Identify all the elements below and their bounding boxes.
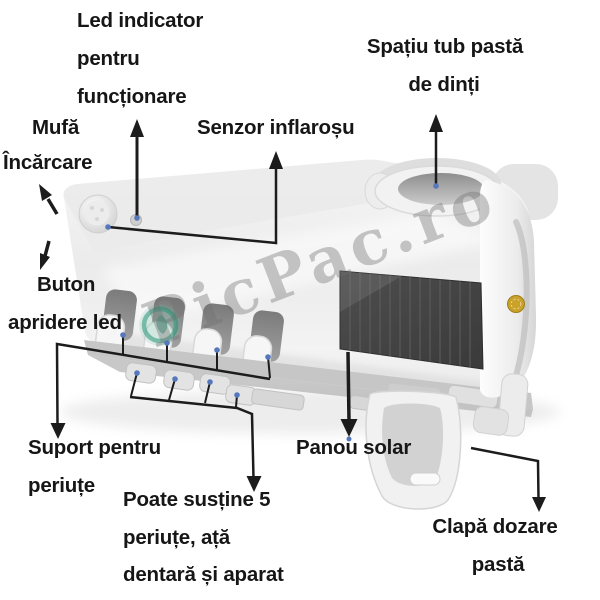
lower-hook bbox=[125, 362, 157, 384]
arrow-mufa-incarcare bbox=[39, 184, 59, 215]
label-mufa-line1: Mufă bbox=[32, 116, 80, 139]
label-clapa-line2: pastă bbox=[471, 553, 525, 576]
arrow-spatiu-tub bbox=[429, 114, 443, 186]
lower-hooks bbox=[125, 362, 499, 414]
label-suport-line2: periuțe bbox=[28, 474, 95, 497]
arrow-led-indicator bbox=[130, 119, 144, 218]
arrow-suport-periute bbox=[50, 335, 271, 439]
lever-slot bbox=[409, 472, 441, 486]
label-spatiu-tub-line1: Spațiu tub pastă bbox=[366, 35, 524, 58]
rail-tab bbox=[251, 388, 305, 411]
arrow-clapa-dozare bbox=[470, 446, 546, 512]
label-suport-line1: Suport pentru bbox=[28, 436, 161, 459]
label-poate-line1: Poate susține 5 bbox=[123, 488, 271, 511]
lower-hook bbox=[163, 369, 195, 391]
label-led-indicator-line1: Led indicator bbox=[77, 9, 204, 32]
infrared-sensor-dome bbox=[78, 194, 118, 234]
gold-badge bbox=[507, 295, 525, 313]
label-senzor: Senzor inflaroșu bbox=[197, 116, 355, 139]
label-spatiu-tub-line2: de dinți bbox=[408, 73, 480, 96]
label-led-indicator-line3: funcționare bbox=[77, 85, 187, 108]
side-bracket bbox=[472, 373, 529, 437]
arrow-buton-led bbox=[40, 240, 51, 270]
label-mufa-line2: Încărcare bbox=[3, 151, 93, 174]
arrow-poate-sustine bbox=[129, 372, 262, 492]
label-buton-line1: Buton bbox=[37, 273, 96, 296]
gloss-highlight bbox=[100, 212, 505, 322]
dispenser-lever bbox=[365, 383, 462, 510]
label-clapa-line1: Clapă dozare bbox=[432, 515, 558, 538]
label-buton-line2: apridere led bbox=[8, 311, 122, 334]
end-cap bbox=[480, 180, 537, 398]
arrow-panou-solar bbox=[340, 351, 358, 437]
label-led-indicator-line2: pentru bbox=[77, 47, 140, 70]
label-panou-solar: Panou solar bbox=[296, 436, 412, 459]
label-poate-line3: dentară și aparat bbox=[123, 563, 284, 586]
brand-logo bbox=[139, 304, 181, 346]
label-poate-line2: periuțe, ață bbox=[123, 526, 230, 549]
arrow-senzor-infrarosu bbox=[107, 151, 283, 245]
connector-dots bbox=[105, 183, 439, 442]
